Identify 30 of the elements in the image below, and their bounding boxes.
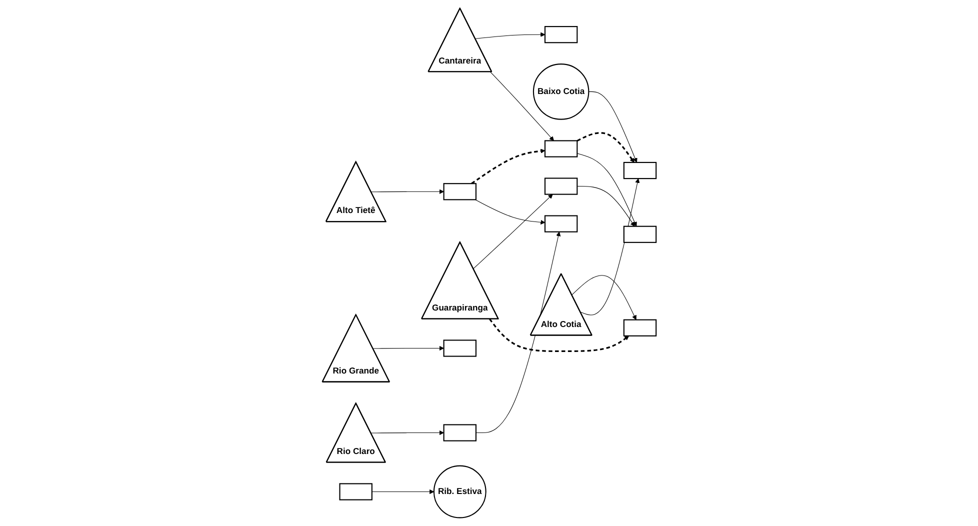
node-box <box>544 215 578 232</box>
node-box <box>623 226 656 243</box>
arrow <box>588 91 638 163</box>
arrow <box>580 178 640 316</box>
node-circle: Baixo Cotia <box>532 64 590 120</box>
node-box <box>544 140 578 158</box>
arrow <box>576 186 635 227</box>
node-box <box>544 178 578 195</box>
arrow <box>474 32 546 40</box>
arrow <box>576 153 637 227</box>
arrow <box>576 132 634 163</box>
node-box <box>443 424 476 442</box>
node-box <box>443 183 476 200</box>
arrow <box>490 72 554 141</box>
arrow <box>372 346 444 351</box>
node-box <box>623 162 656 180</box>
arrow <box>571 275 636 320</box>
arrow <box>474 199 546 225</box>
node-box <box>339 483 372 500</box>
arrow <box>472 194 553 269</box>
arrow <box>370 189 444 194</box>
arrow <box>488 318 629 352</box>
arrow <box>371 489 434 494</box>
node-circle: Rib. Estiva <box>433 465 486 518</box>
arrow <box>470 148 546 184</box>
node-box <box>443 340 476 357</box>
arrow <box>476 232 560 434</box>
node-box <box>544 26 578 44</box>
arrow <box>370 430 444 436</box>
node-box <box>623 319 656 336</box>
